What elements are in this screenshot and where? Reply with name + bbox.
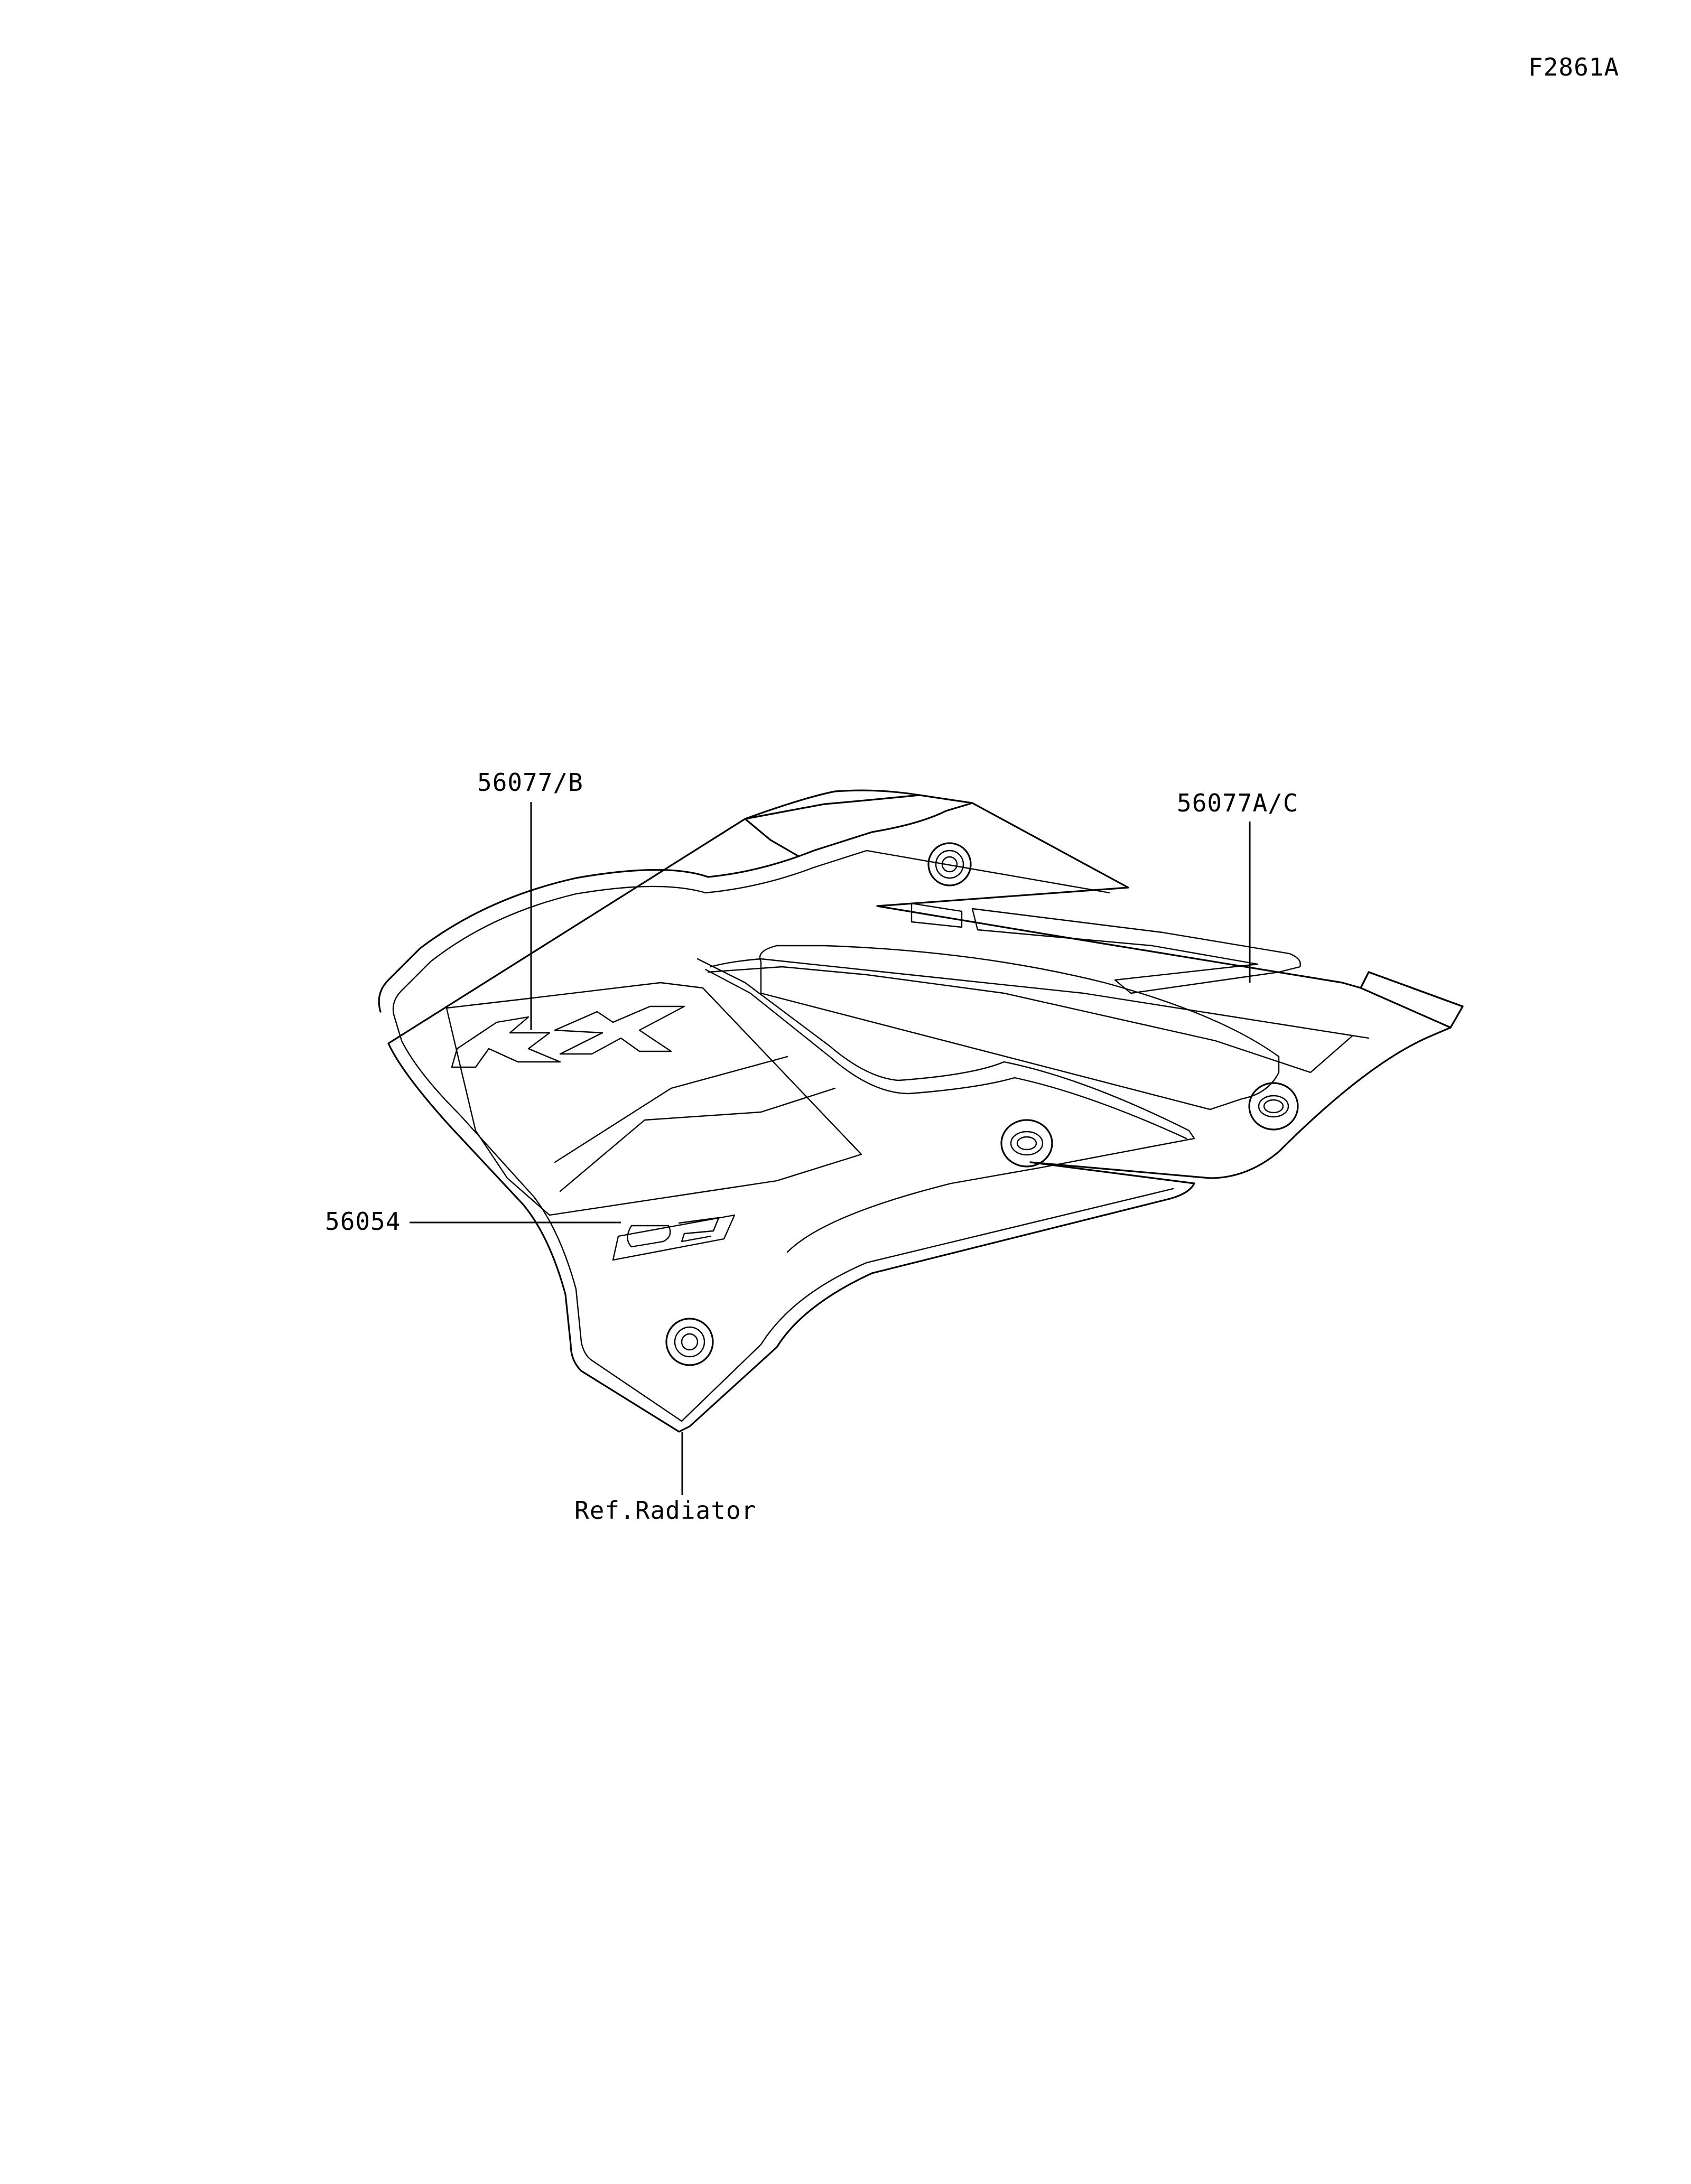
callout-label-56054: 56054: [325, 1207, 401, 1236]
callout-label-56077-b: 56077/B: [477, 768, 583, 797]
grommet-4: [665, 1318, 714, 1366]
mounting-tab: [1360, 971, 1464, 1029]
grommet-1: [927, 842, 972, 886]
callout-56077-b: 56077/B: [477, 768, 583, 1030]
kx-decal-panel: [445, 982, 862, 1216]
emblem-85: [612, 1214, 736, 1261]
radiator-shroud: [378, 789, 1464, 1433]
shroud-upper-panel: [707, 958, 1370, 1074]
stripe-band: [910, 902, 1301, 994]
callout-56077a-c: 56077A/C: [1177, 789, 1298, 983]
callout-56054: 56054: [325, 1207, 621, 1236]
kx-logo: [451, 1005, 685, 1068]
shroud-lower-panel: [696, 958, 1195, 1253]
callout-label-ref-radiator: Ref.Radiator: [574, 1496, 756, 1525]
callout-ref-radiator: Ref.Radiator: [574, 1432, 756, 1525]
grommet-3: [1000, 1119, 1053, 1168]
grommet-2: [1248, 1082, 1299, 1131]
callout-label-56077a-c: 56077A/C: [1177, 789, 1298, 817]
figure-code: F2861A: [1528, 53, 1619, 81]
grommets: [665, 842, 1299, 1366]
shroud-outline: [378, 789, 1464, 1433]
shroud-window: [759, 945, 1280, 1110]
shroud-inner-edge: [392, 850, 1174, 1422]
